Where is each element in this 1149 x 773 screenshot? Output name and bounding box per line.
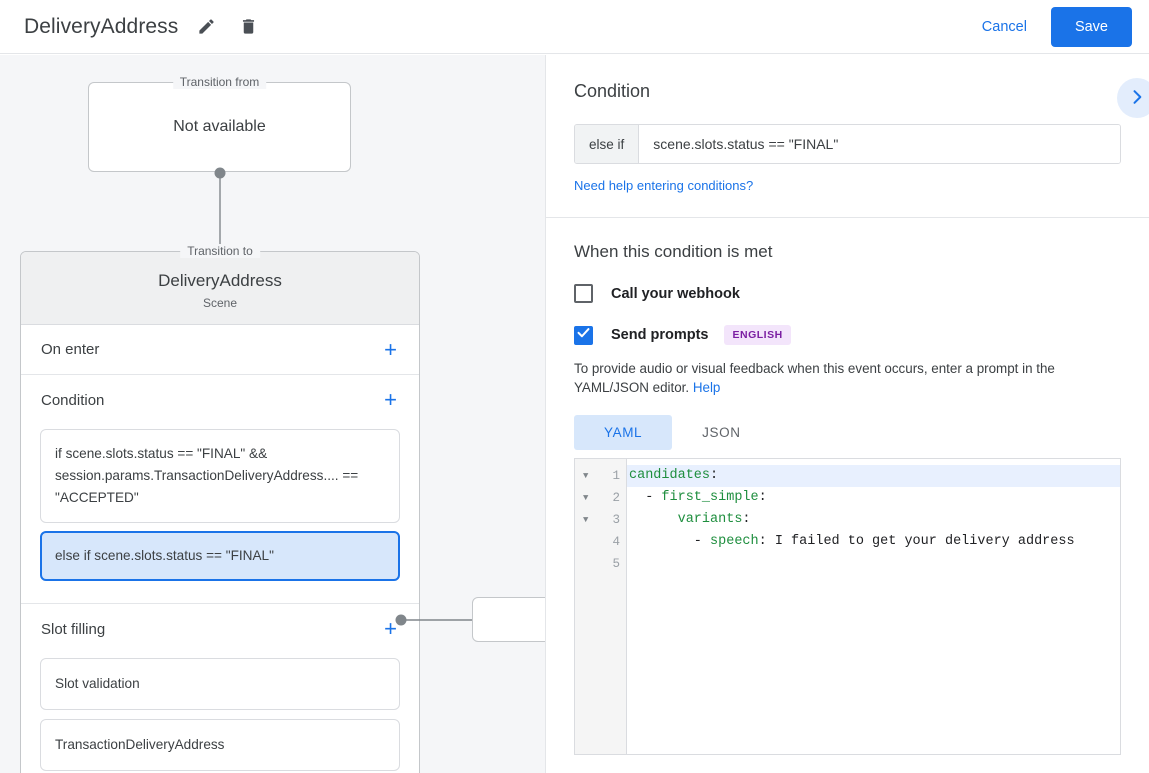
- details-panel: Condition else if Need help entering con…: [546, 55, 1149, 773]
- section-label-slot-filling: Slot filling: [41, 620, 106, 638]
- code-line[interactable]: - speech: I failed to get your delivery …: [629, 534, 1075, 549]
- slot-chip[interactable]: TransactionDeliveryAddress: [40, 719, 400, 771]
- condition-heading: Condition: [574, 81, 651, 101]
- section-row-slot-filling[interactable]: Slot filling +: [21, 604, 419, 654]
- chevron-right-icon: [1127, 87, 1147, 110]
- transition-to-legend: Transition to: [180, 244, 260, 258]
- line-number: 2: [612, 491, 620, 505]
- code-line[interactable]: variants:: [677, 512, 751, 527]
- tab-yaml[interactable]: YAML: [574, 415, 673, 450]
- gutter-line: ▼2: [575, 487, 626, 509]
- call-webhook-checkbox[interactable]: [574, 284, 593, 303]
- section-label-condition: Condition: [41, 391, 105, 409]
- graph-canvas[interactable]: Transition from Not available Transition…: [0, 55, 545, 773]
- send-prompts-checkbox[interactable]: [574, 325, 593, 345]
- gutter-line: ▼3: [575, 509, 626, 531]
- code-line[interactable]: candidates:: [627, 465, 1120, 487]
- gutter-line: ▼1: [575, 465, 626, 487]
- cancel-button[interactable]: Cancel: [972, 11, 1037, 43]
- condition-section: Condition else if Need help entering con…: [546, 55, 1149, 218]
- edit-name-button[interactable]: [192, 13, 220, 41]
- editor-code-area[interactable]: candidates: - first_simple: variants: - …: [627, 459, 1120, 754]
- line-number: 3: [612, 513, 620, 527]
- code-line[interactable]: [627, 553, 1120, 575]
- page-title: DeliveryAddress: [24, 14, 179, 38]
- section-row-condition[interactable]: Condition +: [21, 375, 419, 425]
- fold-arrow-icon[interactable]: ▼: [583, 493, 589, 503]
- editor-tabs: YAML JSON: [574, 415, 1121, 450]
- section-row-on-enter[interactable]: On enter +: [21, 325, 419, 375]
- fold-arrow-icon[interactable]: ▼: [583, 515, 589, 525]
- condition-operator: else if: [575, 125, 640, 163]
- prompt-help-link[interactable]: Help: [692, 380, 721, 395]
- when-condition-met-heading: When this condition is met: [574, 242, 773, 261]
- send-prompts-label: Send prompts: [611, 327, 709, 343]
- panel-divider: [545, 55, 546, 773]
- slot-filling-list: Slot validation TransactionDeliveryAddre…: [21, 654, 419, 773]
- condition-help-link[interactable]: Need help entering conditions?: [574, 178, 754, 193]
- condition-list: if scene.slots.status == "FINAL" && sess…: [21, 425, 419, 604]
- line-number: 5: [612, 557, 620, 571]
- check-icon: [576, 325, 591, 345]
- line-number: 4: [612, 535, 620, 549]
- add-slot-filling-icon[interactable]: +: [384, 616, 397, 641]
- prompt-hint-text: To provide audio or visual feedback when…: [574, 361, 1055, 395]
- header-actions: Cancel Save: [972, 6, 1149, 47]
- option-send-prompts-row[interactable]: Send prompts ENGLISH: [574, 325, 1121, 345]
- code-line[interactable]: - first_simple:: [629, 490, 767, 505]
- gutter-line: 5: [575, 553, 626, 575]
- transition-from-legend: Transition from: [172, 75, 267, 89]
- condition-chip[interactable]: if scene.slots.status == "FINAL" && sess…: [40, 429, 400, 523]
- scene-name: DeliveryAddress: [158, 271, 282, 290]
- condition-input-row[interactable]: else if: [574, 124, 1121, 164]
- node-transition-from[interactable]: Transition from Not available: [88, 75, 351, 172]
- pencil-icon: [197, 17, 216, 36]
- node-transition-to[interactable]: Transition to DeliveryAddress Scene On e…: [20, 244, 420, 773]
- scene-subtitle: Scene: [202, 296, 238, 310]
- add-condition-icon[interactable]: +: [384, 387, 397, 412]
- slot-chip[interactable]: Slot validation: [40, 658, 400, 710]
- condition-expression-input[interactable]: [639, 125, 1120, 163]
- when-condition-met-section: When this condition is met Call your web…: [546, 218, 1149, 755]
- delete-button[interactable]: [234, 13, 262, 41]
- line-number: 1: [612, 469, 620, 483]
- condition-chip-selected[interactable]: else if scene.slots.status == "FINAL": [40, 531, 400, 581]
- tab-json[interactable]: JSON: [672, 415, 770, 450]
- prompt-hint: To provide audio or visual feedback when…: [574, 359, 1121, 397]
- collapse-panel-button[interactable]: [1117, 78, 1149, 118]
- transition-from-title: Not available: [173, 118, 266, 135]
- fold-arrow-icon[interactable]: ▼: [583, 471, 589, 481]
- call-webhook-label: Call your webhook: [611, 285, 740, 302]
- section-label-on-enter: On enter: [41, 341, 100, 358]
- trash-icon: [239, 17, 258, 36]
- scene-header: DeliveryAddress Scene: [21, 252, 419, 325]
- option-call-webhook-row[interactable]: Call your webhook: [574, 284, 1121, 303]
- gutter-line: 4: [575, 531, 626, 553]
- node-target-stub[interactable]: [472, 597, 545, 642]
- app-header: DeliveryAddress Cancel Save: [0, 0, 1149, 54]
- add-on-enter-icon[interactable]: +: [384, 336, 397, 362]
- language-badge: ENGLISH: [724, 325, 791, 345]
- save-button[interactable]: Save: [1050, 6, 1132, 47]
